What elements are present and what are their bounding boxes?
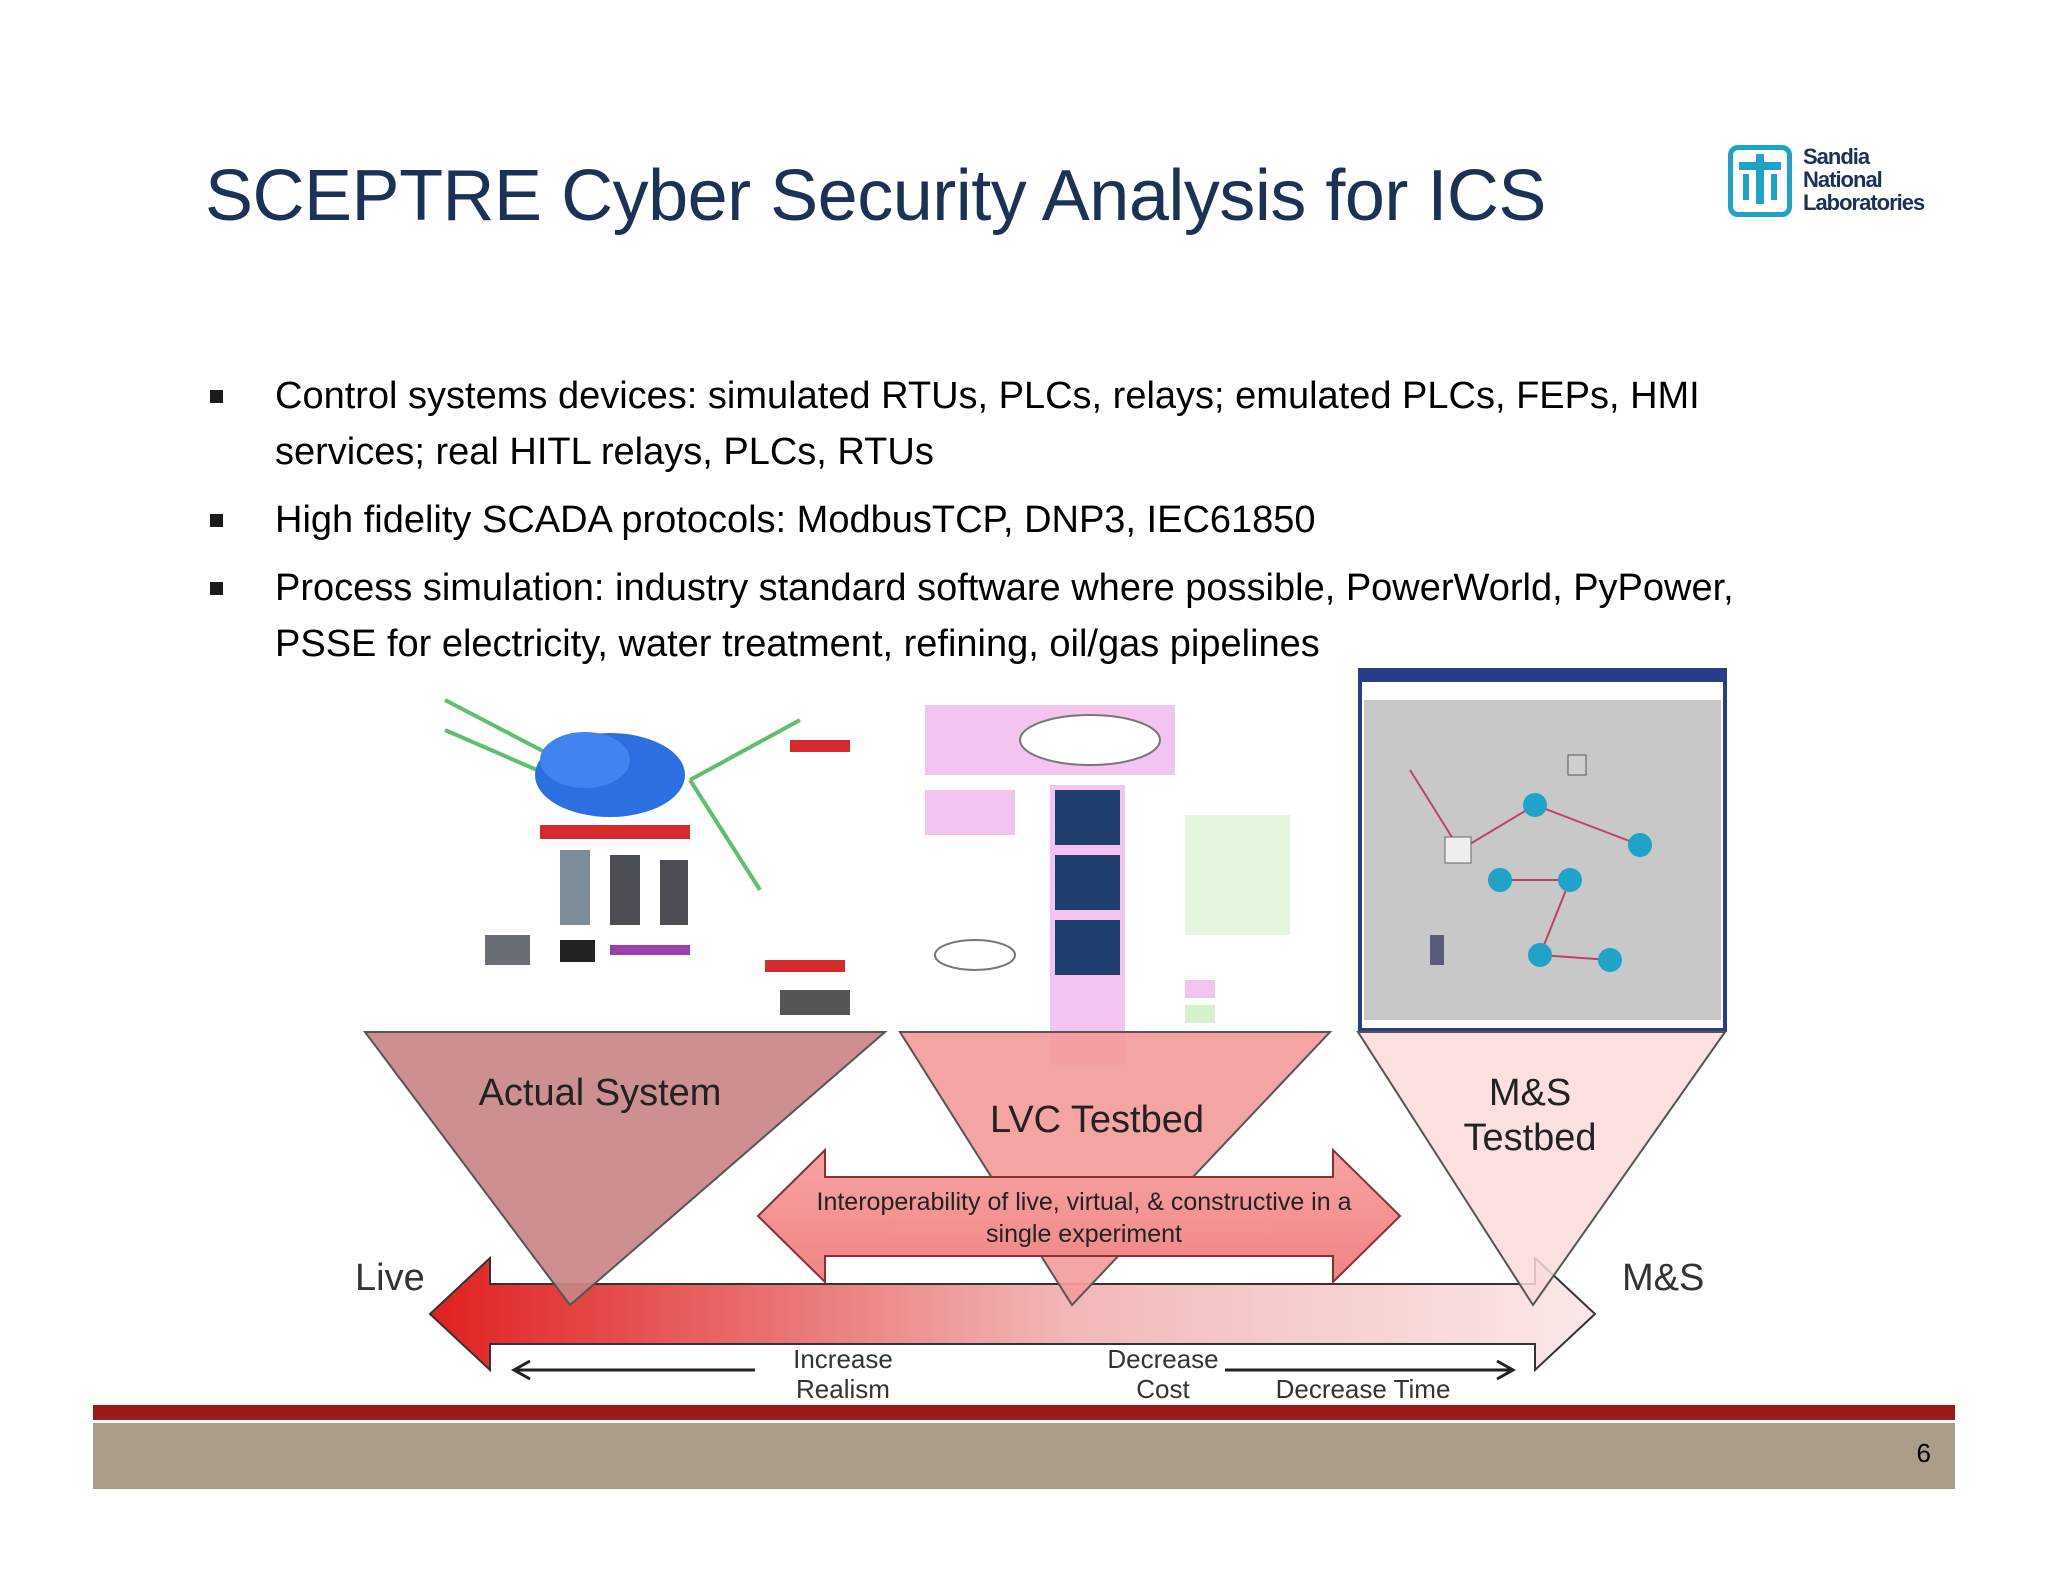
actual-system-triangle	[362, 1031, 888, 1307]
actual-system-label: Actual System	[479, 1072, 722, 1114]
ms-simulator-screenshot	[1358, 668, 1727, 1032]
bullet-item: Control systems devices: simulated RTUs,…	[205, 368, 1845, 480]
bullet-text: High fidelity SCADA protocols: ModbusTCP…	[275, 499, 1316, 541]
sandia-logo: Sandia National Laboratories	[1728, 145, 1925, 220]
ms-label: M&S	[1622, 1257, 1704, 1299]
live-ms-double-arrow	[428, 1255, 1597, 1373]
decrease-cost-line-2: Cost	[1136, 1374, 1190, 1404]
ms-testbed-triangle	[1356, 1031, 1727, 1307]
decrease-cost-line-1: Decrease	[1107, 1344, 1218, 1374]
slide-title: SCEPTRE Cyber Security Analysis for ICS	[205, 156, 1546, 236]
logo-line-3: Laboratories	[1803, 190, 1925, 215]
bullet-text: Control systems devices: simulated RTUs,…	[275, 375, 1700, 473]
bullet-list: Control systems devices: simulated RTUs,…	[205, 368, 1845, 684]
bullet-item: High fidelity SCADA protocols: ModbusTCP…	[205, 492, 1845, 548]
square-bullet-icon	[210, 582, 223, 595]
lvc-testbed-image	[925, 690, 1340, 1065]
page-number: 6	[1916, 1438, 1931, 1468]
ms-testbed-label-line-2: Testbed	[1463, 1117, 1596, 1159]
interop-text-line-2: single experiment	[986, 1220, 1182, 1248]
actual-system-network-image	[375, 685, 875, 1030]
ms-testbed-label-line-1: M&S	[1489, 1072, 1571, 1114]
logo-line-2: National	[1803, 167, 1883, 192]
sandia-logo-text: Sandia National Laboratories	[1803, 144, 1925, 215]
increase-realism-line-1: Increase	[793, 1344, 893, 1374]
sandia-thunderbird-icon	[1728, 145, 1792, 217]
footer-bar: 6	[93, 1423, 1955, 1489]
bullet-item: Process simulation: industry standard so…	[205, 560, 1845, 672]
increase-realism-line-2: Realism	[796, 1374, 890, 1404]
logo-line-1: Sandia	[1803, 144, 1870, 169]
lvc-testbed-triangle	[898, 1031, 1333, 1307]
square-bullet-icon	[210, 514, 223, 527]
footer-red-stripe	[93, 1405, 1955, 1420]
bullet-text: Process simulation: industry standard so…	[275, 567, 1734, 665]
lvc-testbed-label: LVC Testbed	[990, 1099, 1204, 1141]
square-bullet-icon	[210, 390, 223, 403]
interoperability-arrow	[756, 1147, 1402, 1285]
live-label: Live	[355, 1257, 425, 1299]
decrease-time-label: Decrease Time	[1276, 1374, 1451, 1404]
interop-text-line-1: Interoperability of live, virtual, & con…	[817, 1188, 1352, 1216]
